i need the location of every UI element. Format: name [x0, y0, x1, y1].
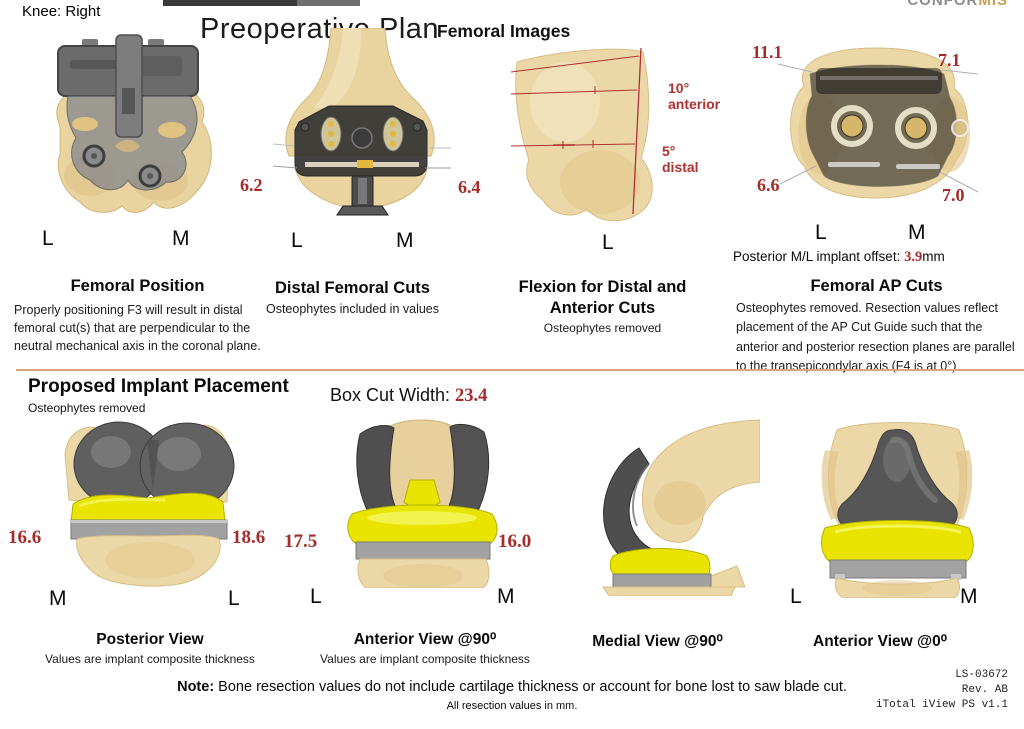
panel5-left-value: 16.6: [8, 527, 42, 548]
flexion-anterior-annotation: 10° anterior: [668, 80, 720, 112]
posterior-offset-unit: mm: [922, 249, 945, 264]
panel4-bottom-right-value: 7.0: [942, 185, 965, 205]
panel6-right-value: 16.0: [498, 531, 532, 552]
panel3-title-line1: Flexion for Distal and: [518, 278, 687, 296]
panel8-lateral-label: L: [790, 585, 802, 608]
panel6-title: Anterior View @90⁰: [353, 631, 497, 648]
panel6-description: Values are implant composite thickness: [320, 652, 530, 666]
panel1-description: Properly positioning F3 will result in d…: [14, 303, 261, 354]
footer-note-text: Bone resection values do not include car…: [214, 679, 847, 695]
panel3-title: Flexion for Distal and Anterior Cuts: [495, 277, 710, 320]
document-version: iTotal iView PS v1.1: [875, 698, 1008, 711]
distal-femoral-cuts-image: [272, 27, 451, 228]
anterior-view-90-image: [330, 418, 515, 593]
panel2-medial-label: M: [396, 229, 414, 252]
footer-note-sub: All resection values in mm.: [446, 700, 578, 712]
panel2-description: Osteophytes included in values: [265, 302, 440, 316]
panel2-right-value: 6.4: [458, 177, 481, 197]
panel6-left-value: 17.5: [284, 531, 318, 552]
panel2-title: Distal Femoral Cuts: [275, 279, 430, 297]
page-title: Preoperative Plan: [200, 13, 440, 45]
panel3-title-line2: Anterior Cuts: [549, 299, 656, 318]
flexion-cuts-image: [505, 42, 680, 232]
panel8-medial-label: M: [960, 585, 978, 608]
panel2-lateral-label: L: [291, 229, 303, 252]
panel6-lateral-label: L: [310, 585, 322, 608]
flexion-anterior-angle: 10°: [668, 80, 690, 96]
posterior-offset-label: Posterior M/L implant offset:: [733, 249, 905, 264]
panel8-title: Anterior View @0⁰: [813, 633, 947, 650]
femoral-position-image: [30, 26, 225, 226]
panel4-title: Femoral AP Cuts: [810, 277, 943, 295]
panel1-medial-label: M: [172, 227, 190, 250]
logo-text-gold: MIS: [978, 0, 1008, 9]
footer-note-label: Note:: [177, 679, 215, 695]
box-cut-width-label: Box Cut Width:: [330, 385, 456, 405]
panel4-top-left-value: 11.1: [752, 42, 783, 62]
panel5-title: Posterior View: [96, 631, 204, 648]
flexion-anterior-word: anterior: [668, 96, 721, 113]
flexion-distal-word: distal: [662, 159, 699, 176]
panel3-lateral-label: L: [602, 231, 614, 254]
panel5-right-value: 18.6: [232, 527, 266, 548]
femoral-images-section-title: Femoral Images: [437, 21, 571, 41]
panel5-lateral-label: L: [228, 587, 240, 610]
window-bar-remnant-dark: [163, 0, 297, 6]
box-cut-width-line: Box Cut Width: 23.4: [330, 385, 487, 407]
panel4-lateral-label: L: [815, 221, 827, 244]
panel5-description: Values are implant composite thickness: [45, 652, 255, 666]
footer-note: Note: Bone resection values do not inclu…: [0, 679, 1024, 695]
window-bar-remnant-light: [297, 0, 360, 6]
document-revision: Rev. AB: [961, 683, 1008, 696]
femoral-ap-cuts-image: [770, 44, 985, 221]
document-info: LS-03672 Rev. AB iTotal iView PS v1.1: [876, 668, 1008, 713]
posterior-offset-value: 3.9: [904, 249, 923, 265]
knee-side-label: Knee: Right: [22, 3, 101, 20]
panel5-medial-label: M: [49, 587, 67, 610]
panel4-medial-label: M: [908, 221, 926, 244]
posterior-offset-line: Posterior M/L implant offset: 3.9mm: [733, 249, 945, 266]
panel4-description: Osteophytes removed. Resection values re…: [736, 301, 1015, 374]
medial-view-90-image: [585, 418, 761, 601]
panel4-bottom-left-value: 6.6: [757, 175, 780, 195]
panel3-description: Osteophytes removed: [543, 321, 662, 335]
panel1-title: Femoral Position: [70, 277, 205, 295]
flexion-distal-angle: 5°: [662, 143, 676, 159]
implant-placement-subtitle: Osteophytes removed: [28, 401, 146, 415]
posterior-view-image: [55, 420, 240, 593]
panel7-title: Medial View @90⁰: [592, 633, 723, 650]
box-cut-width-value: 23.4: [455, 386, 488, 406]
flexion-distal-annotation: 5° distal: [662, 143, 699, 175]
logo-text-gray: CONFOR: [907, 0, 979, 9]
panel4-top-right-value: 7.1: [938, 50, 961, 70]
document-number: LS-03672: [955, 669, 1008, 681]
implant-placement-section-title: Proposed Implant Placement: [28, 376, 289, 397]
panel1-lateral-label: L: [42, 227, 54, 250]
panel6-medial-label: M: [497, 585, 515, 608]
conformis-logo: CONFORMIS: [907, 0, 1008, 10]
section-divider: [16, 369, 1024, 371]
panel2-left-value: 6.2: [240, 175, 263, 195]
anterior-view-0-image: [805, 420, 990, 603]
